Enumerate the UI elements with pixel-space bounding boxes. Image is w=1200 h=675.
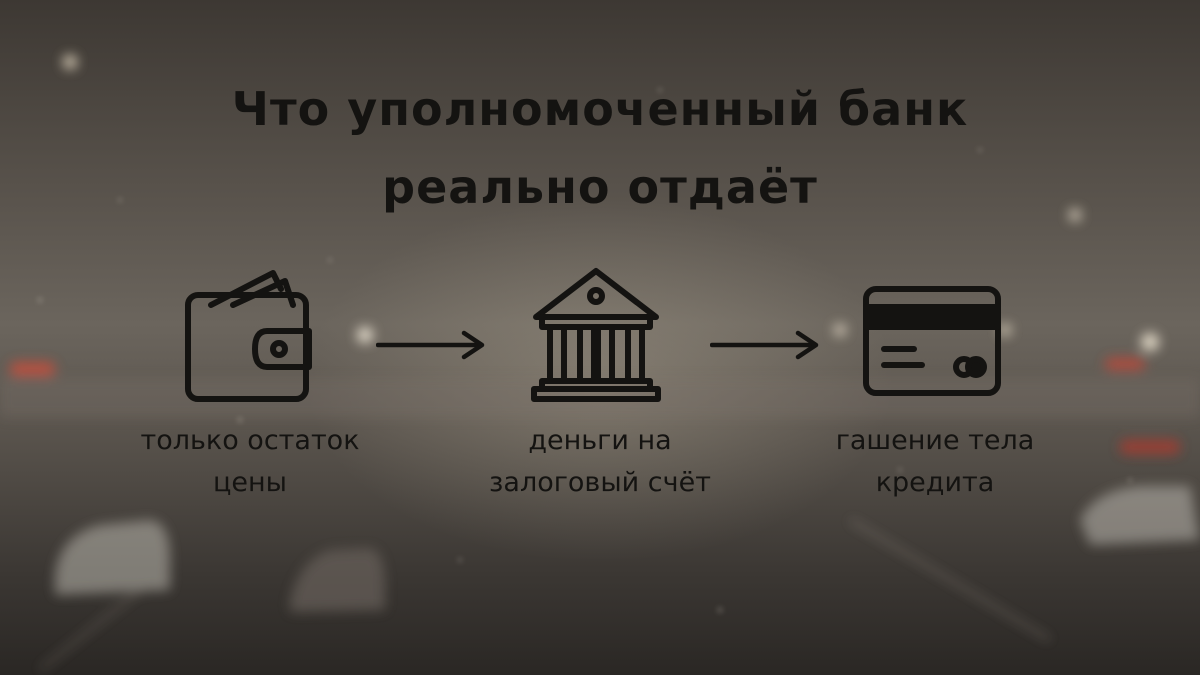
caption-step-2: деньги на залоговый счёт <box>455 420 745 504</box>
arrow-right-icon <box>710 330 819 360</box>
caption-step-3-line-2: кредита <box>875 467 995 498</box>
caption-step-1: только остаток цены <box>110 420 390 504</box>
credit-card-icon <box>863 286 1001 396</box>
caption-step-2-line-2: залоговый счёт <box>489 467 711 498</box>
arrow-right-icon <box>376 330 485 360</box>
title-line-1: Что уполномоченный банк <box>231 82 969 136</box>
caption-step-3-line-1: гашение тела <box>835 425 1035 456</box>
caption-step-3: гашение тела кредита <box>795 420 1075 504</box>
bank-icon <box>531 268 661 402</box>
title-line-2: реально отдаёт <box>382 160 818 214</box>
wallet-icon <box>185 270 312 402</box>
caption-step-1-line-1: только остаток <box>140 425 360 456</box>
caption-step-1-line-2: цены <box>213 467 287 498</box>
caption-step-2-line-1: деньги на <box>528 425 672 456</box>
